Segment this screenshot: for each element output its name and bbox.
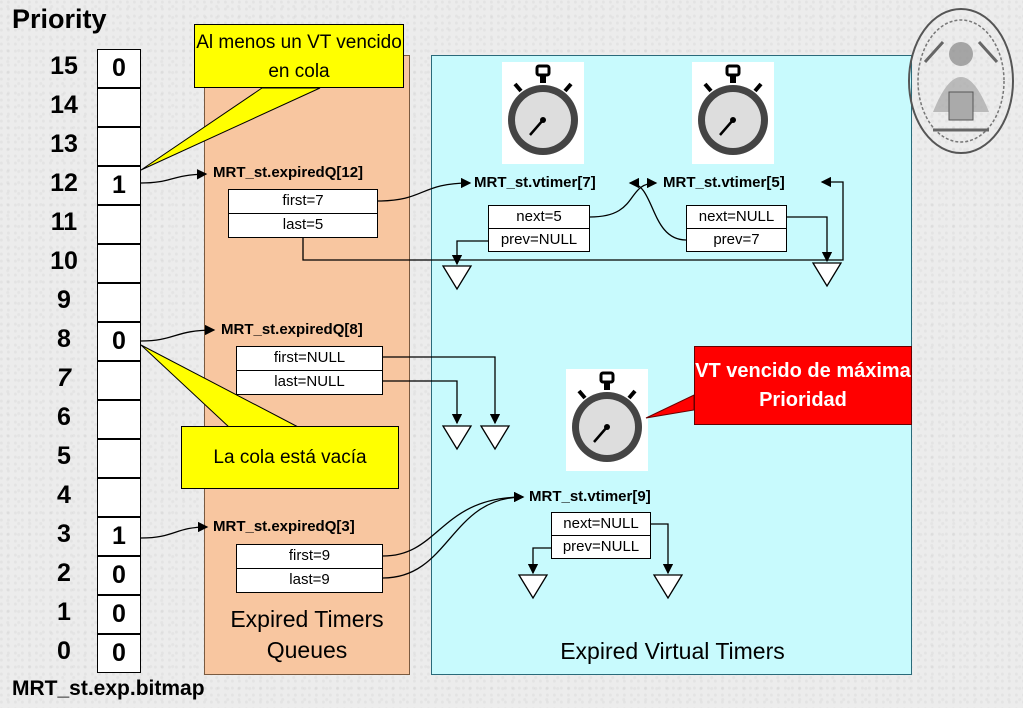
bitmap-cell-2: 0 bbox=[97, 556, 141, 595]
priority-0: 0 bbox=[57, 637, 71, 665]
vtimer-7-prev: prev=NULL bbox=[488, 228, 590, 252]
priority-15: 15 bbox=[50, 52, 78, 80]
vtimer-9-prev: prev=NULL bbox=[551, 535, 651, 559]
priority-3: 3 bbox=[57, 520, 71, 548]
bitmap-cell-14 bbox=[97, 88, 141, 127]
stopwatch-icon bbox=[566, 369, 648, 471]
bitmap-cell-10 bbox=[97, 244, 141, 283]
bitmap-cell-6 bbox=[97, 400, 141, 439]
callout-pointers bbox=[140, 87, 695, 429]
priority-12: 12 bbox=[50, 169, 78, 197]
priority-5: 5 bbox=[57, 442, 71, 470]
callout-queue-empty: La cola está vacía bbox=[181, 426, 399, 489]
priority-13: 13 bbox=[50, 130, 78, 158]
bitmap-cell-0: 0 bbox=[97, 634, 141, 673]
priority-14: 14 bbox=[50, 91, 78, 119]
vt-panel-label: Expired Virtual Timers bbox=[560, 638, 785, 664]
vtimer-5-next: next=NULL bbox=[686, 205, 787, 229]
queue-3-title: MRT_st.expiredQ[3] bbox=[213, 518, 355, 535]
vtimer-9-title: MRT_st.vtimer[9] bbox=[529, 488, 651, 505]
bitmap-cell-7 bbox=[97, 361, 141, 400]
bitmap-cell-3: 1 bbox=[97, 517, 141, 556]
stopwatch-icon bbox=[502, 62, 584, 164]
priority-11: 11 bbox=[50, 208, 78, 236]
vtimer-7-next: next=5 bbox=[488, 205, 590, 229]
queue-12-first: first=7 bbox=[228, 189, 378, 214]
vtimer-5-title: MRT_st.vtimer[5] bbox=[663, 174, 785, 191]
bitmap-cell-9 bbox=[97, 283, 141, 322]
priority-4: 4 bbox=[57, 481, 71, 509]
callout-max-priority-vt: VT vencido de máxima Prioridad bbox=[694, 346, 912, 425]
queues-panel-label: Expired Timers Queues bbox=[230, 606, 384, 663]
null-terminators bbox=[441, 262, 843, 600]
vtimer-9-next: next=NULL bbox=[551, 512, 651, 536]
priority-2: 2 bbox=[57, 559, 71, 587]
bitmap-cell-1: 0 bbox=[97, 595, 141, 634]
callout-at-least-one-vt: Al menos un VT vencido en cola bbox=[194, 24, 404, 88]
university-seal-logo bbox=[908, 8, 1014, 154]
queue-8-first: first=NULL bbox=[236, 346, 383, 371]
queue-12-last: last=5 bbox=[228, 213, 378, 238]
bitmap-cell-5 bbox=[97, 439, 141, 478]
bitmap-cell-12: 1 bbox=[97, 166, 141, 205]
vtimer-5-prev: prev=7 bbox=[686, 228, 787, 252]
priority-title: Priority bbox=[12, 4, 107, 34]
priority-6: 6 bbox=[57, 403, 71, 431]
bitmap-cell-15: 0 bbox=[97, 49, 141, 88]
priority-10: 10 bbox=[50, 247, 78, 275]
priority-7: 7 bbox=[57, 364, 71, 392]
queue-12-title: MRT_st.expiredQ[12] bbox=[213, 164, 364, 181]
bitmap-cell-4 bbox=[97, 478, 141, 517]
queue-8-last: last=NULL bbox=[236, 370, 383, 395]
queue-3-last: last=9 bbox=[236, 568, 383, 593]
priority-9: 9 bbox=[57, 286, 71, 314]
bitmap-cell-8: 0 bbox=[97, 322, 141, 361]
bitmap-cell-13 bbox=[97, 127, 141, 166]
priority-1: 1 bbox=[57, 598, 71, 626]
queue-8-title: MRT_st.expiredQ[8] bbox=[221, 321, 363, 338]
vtimer-7-title: MRT_st.vtimer[7] bbox=[474, 174, 596, 191]
stopwatch-icon bbox=[692, 62, 774, 164]
priority-8: 8 bbox=[57, 325, 71, 353]
bitmap-cell-11 bbox=[97, 205, 141, 244]
bitmap-caption: MRT_st.exp.bitmap bbox=[12, 677, 205, 700]
queue-3-first: first=9 bbox=[236, 544, 383, 569]
